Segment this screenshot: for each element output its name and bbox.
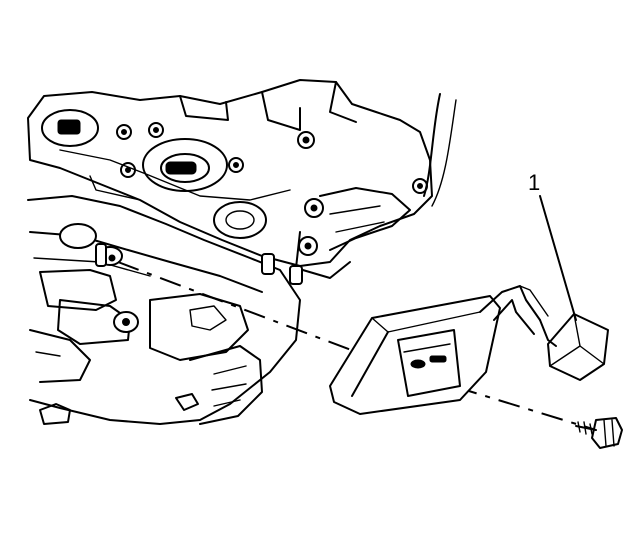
callout-1-leader [539, 195, 577, 321]
engine-block [27, 79, 457, 425]
callout-1-label: 1 [528, 170, 540, 195]
bracket-assembly [329, 285, 549, 415]
bolt [575, 417, 623, 449]
callout-1: 1 [528, 170, 577, 321]
harness-connector [539, 313, 609, 381]
